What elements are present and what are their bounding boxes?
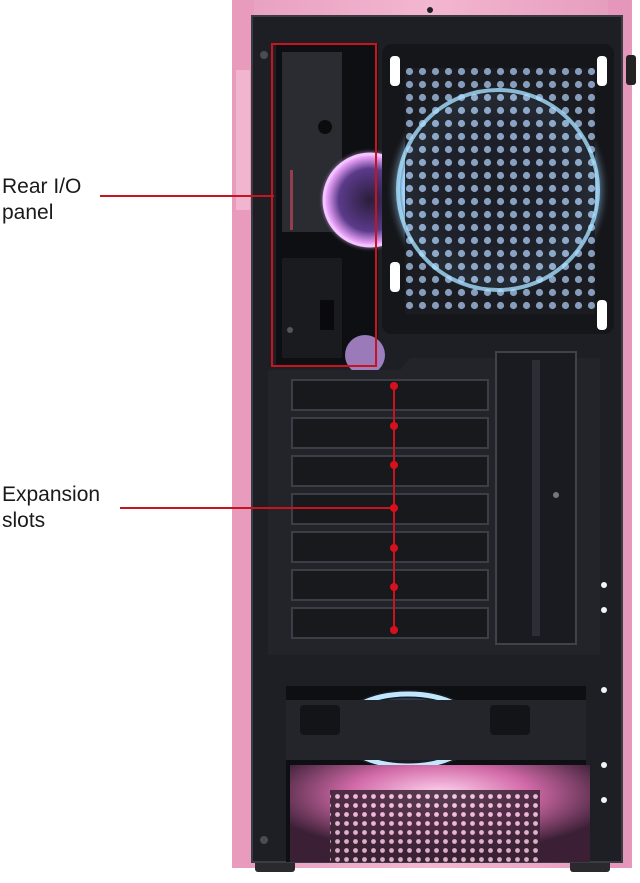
expansion-slots-markers [390, 382, 398, 634]
expansion-slots-callout-label: Expansion slots [2, 482, 100, 534]
psu-intake-mesh [330, 790, 540, 862]
expansion-label-line-1: Expansion [2, 483, 101, 506]
expansion-label-line-2: slots [2, 509, 46, 532]
rear-io-highlight-box [271, 43, 377, 367]
rear-io-label-line-2: panel [2, 201, 54, 224]
rear-io-label-line-1: Rear I/O [2, 175, 82, 198]
rear-io-callout-label: Rear I/O panel [2, 174, 81, 226]
rear-fan-mesh-grill [405, 68, 595, 314]
